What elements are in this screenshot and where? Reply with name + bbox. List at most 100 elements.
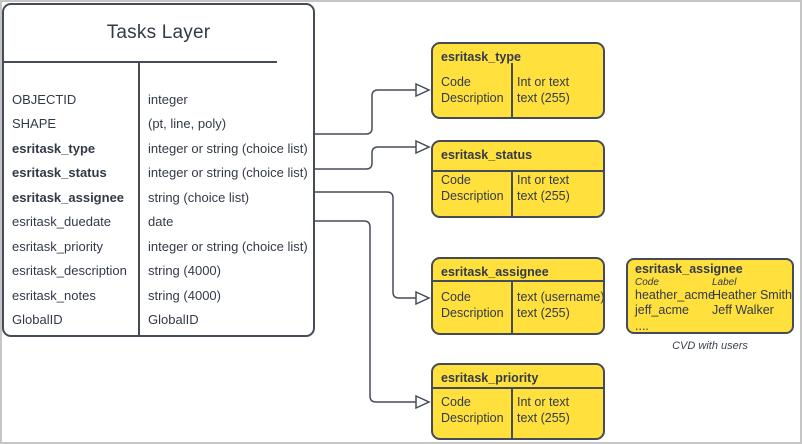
cvd-column-headers: Code Label: [635, 276, 736, 289]
description-type: text (255): [517, 306, 570, 320]
cvd-caption: CVD with users: [672, 340, 748, 352]
field-row: GlobalID GlobalID: [4, 308, 313, 333]
cell-divider-line: [511, 387, 513, 438]
field-row: esritask_notes string (4000): [4, 283, 313, 308]
cvd-code-value: jeff_acme: [635, 303, 689, 318]
type-cell: Int or text text (255): [511, 172, 570, 204]
field-type: (pt, line, poly): [148, 116, 227, 132]
field-type: integer: [148, 91, 188, 107]
cvd-title: esritask_assignee: [635, 262, 743, 276]
description-type: text (255): [517, 91, 570, 105]
choice-list-esritask-status: esritask_status Code Description Int or …: [431, 140, 605, 218]
field-type: integer or string (choice list): [148, 165, 308, 181]
choice-list-esritask-type: esritask_type Code Description Int or te…: [431, 42, 605, 119]
connector-esritask-type: [315, 89, 416, 135]
type-cell: Int or text text (255): [511, 74, 570, 106]
field-type: integer or string (choice list): [148, 238, 308, 254]
field-row: esritask_assignee string (choice list): [4, 185, 313, 210]
cvd-label-value: Heather Smith: [712, 288, 792, 302]
cvd-row: jeff_acme Jeff Walker: [635, 303, 792, 318]
cell-divider-line: [511, 170, 513, 216]
code-label: Code: [441, 290, 471, 304]
type-cell: Int or text text (255): [511, 394, 570, 426]
cell-divider-line: [511, 63, 513, 117]
cvd-row: heather_acme Heather Smith: [635, 288, 792, 303]
field-row: esritask_type integer or string (choice …: [4, 136, 313, 161]
code-description-cell: Code Description: [433, 394, 511, 426]
choice-list-title: esritask_status: [441, 148, 533, 162]
tasks-layer-table: Tasks Layer OBJECTID integer SHAPE (pt, …: [2, 3, 315, 337]
type-cell: text (username) text (255): [511, 289, 605, 321]
code-label: Code: [441, 173, 471, 187]
description-label: Description: [441, 189, 504, 203]
cvd-label-header: Label: [712, 277, 737, 288]
field-name: esritask_assignee: [12, 189, 125, 205]
code-description-cell: Code Description: [433, 289, 511, 321]
field-type: string (4000): [148, 263, 221, 279]
cvd-label-value: Jeff Walker: [712, 303, 774, 318]
field-name: esritask_duedate: [12, 214, 112, 230]
field-type: integer or string (choice list): [148, 140, 308, 156]
title-divider-line: [4, 61, 277, 63]
description-label: Description: [441, 306, 504, 320]
code-type: text (username): [517, 290, 605, 304]
choice-list-cells: Code Description Int or text text (255): [433, 74, 603, 106]
connector-esritask-assignee: [315, 191, 416, 299]
description-label: Description: [441, 91, 504, 105]
cvd-example-box: esritask_assignee Code Label heather_acm…: [626, 258, 794, 334]
code-description-cell: Code Description: [433, 74, 511, 106]
open-arrowhead-icon: [415, 290, 431, 306]
field-name: esritask_description: [12, 263, 127, 279]
choice-list-esritask-priority: esritask_priority Code Description Int o…: [431, 363, 605, 440]
field-row: esritask_duedate date: [4, 210, 313, 235]
column-divider-line: [138, 62, 140, 335]
tasks-layer-title: Tasks Layer: [106, 22, 211, 43]
title-divider-line: [433, 170, 603, 172]
open-arrowhead-icon: [415, 139, 431, 155]
connector-esritask-priority: [315, 220, 416, 403]
field-row: esritask_description string (4000): [4, 259, 313, 284]
field-name: esritask_priority: [12, 238, 104, 254]
code-type: Int or text: [517, 75, 570, 89]
field-type: date: [148, 214, 174, 230]
code-label: Code: [441, 395, 471, 409]
field-name: esritask_status: [12, 165, 107, 181]
field-type: GlobalID: [148, 312, 199, 328]
cvd-code-header: Code: [635, 277, 659, 288]
choice-list-title: esritask_type: [441, 50, 521, 64]
field-name: esritask_notes: [12, 287, 96, 303]
connector-esritask-status: [315, 146, 416, 170]
description-type: text (255): [517, 411, 570, 425]
field-name: SHAPE: [12, 116, 57, 132]
description-label: Description: [441, 411, 504, 425]
code-type: Int or text: [517, 395, 570, 409]
field-name: OBJECTID: [12, 91, 77, 107]
field-row: OBJECTID integer: [4, 87, 313, 112]
code-label: Code: [441, 75, 471, 89]
field-row: esritask_status integer or string (choic…: [4, 161, 313, 186]
choice-list-cells: Code Description Int or text text (255): [433, 394, 603, 426]
cell-divider-line: [511, 280, 513, 333]
code-description-cell: Code Description: [433, 172, 511, 204]
choice-list-title: esritask_assignee: [441, 265, 549, 279]
field-type: string (4000): [148, 287, 221, 303]
field-type: string (choice list): [148, 189, 250, 205]
field-row: esritask_priority integer or string (cho…: [4, 234, 313, 259]
field-rows: OBJECTID integer SHAPE (pt, line, poly) …: [4, 87, 313, 332]
code-type: Int or text: [517, 173, 570, 187]
title-divider-line: [433, 280, 603, 282]
cvd-rows: heather_acme Heather Smith jeff_acme Jef…: [635, 288, 792, 333]
choice-list-esritask-assignee: esritask_assignee Code Description text …: [431, 257, 605, 335]
cvd-code-value: heather_acme: [635, 288, 715, 302]
cvd-ellipsis-row: ....: [635, 318, 649, 333]
title-divider-line: [433, 387, 603, 389]
field-name: GlobalID: [12, 312, 63, 328]
field-row: SHAPE (pt, line, poly): [4, 112, 313, 137]
choice-list-cells: Code Description Int or text text (255): [433, 172, 603, 204]
choice-list-cells: Code Description text (username) text (2…: [433, 289, 605, 321]
open-arrowhead-icon: [415, 82, 431, 98]
choice-list-title: esritask_priority: [441, 371, 539, 385]
open-arrowhead-icon: [415, 394, 431, 410]
